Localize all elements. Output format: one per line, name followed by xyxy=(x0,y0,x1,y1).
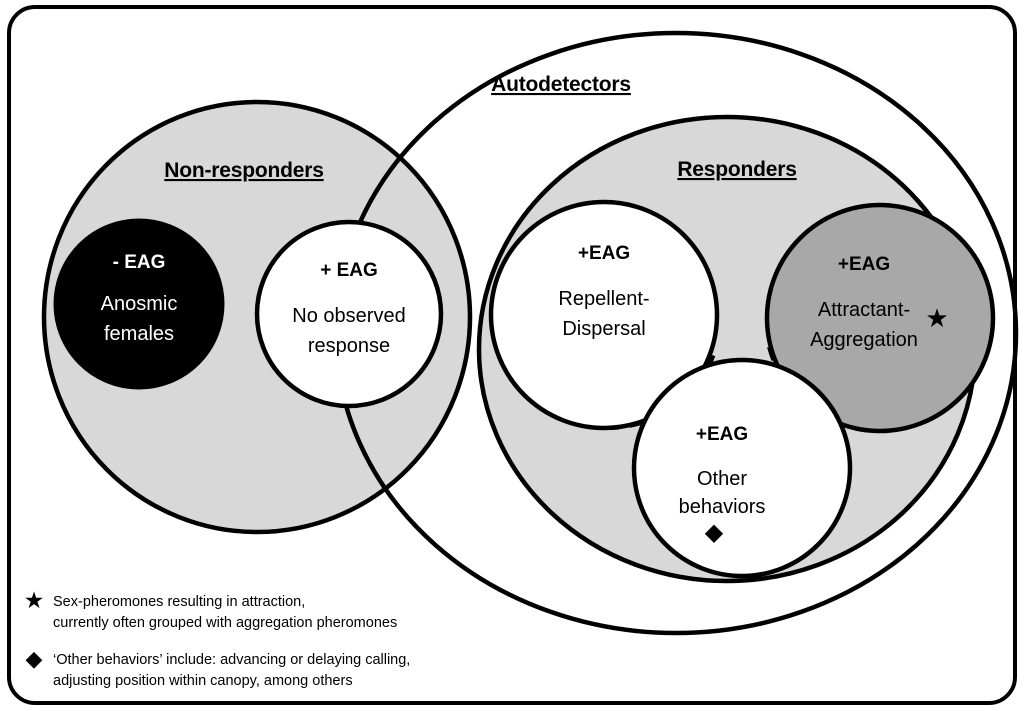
legend-star-line2: currently often grouped with aggregation… xyxy=(53,615,397,631)
repellent-dispersal-circle[interactable] xyxy=(488,199,720,431)
other-behaviors-line2: behaviors xyxy=(679,496,766,518)
no-observed-response-eag: + EAG xyxy=(320,260,378,281)
non-responders-label: Non-responders xyxy=(164,159,323,182)
autodetectors-label: Autodetectors xyxy=(491,73,631,96)
attractant-dashed-overlap-arc xyxy=(767,346,880,434)
anosmic-females-line1: Anosmic xyxy=(101,293,178,315)
responders-label: Responders xyxy=(677,158,796,181)
other-behaviors-diamond-icon: ◆ xyxy=(705,519,724,546)
attractant-aggregation-star-icon: ★ xyxy=(925,303,948,333)
anosmic-females-line2: females xyxy=(104,323,174,345)
legend-star-line1: Sex-pheromones resulting in attraction, xyxy=(53,594,305,610)
other-behaviors-circle[interactable] xyxy=(631,357,853,579)
legend-diamond-line1: ‘Other behaviors’ include: advancing or … xyxy=(53,652,410,668)
attractant-aggregation-line1: Attractant- xyxy=(818,299,910,321)
no-observed-response-line1: No observed xyxy=(292,305,405,327)
no-observed-response-line2: response xyxy=(308,335,390,357)
anosmic-females-circle[interactable] xyxy=(53,218,225,390)
other-behaviors-eag: +EAG xyxy=(696,424,748,445)
anosmic-females-eag: - EAG xyxy=(113,252,166,273)
repellent-dispersal-line1: Repellent- xyxy=(558,288,649,310)
legend-diamond-line2: adjusting position within canopy, among … xyxy=(53,673,353,689)
legend-diamond-icon: ◆ xyxy=(26,646,43,671)
attractant-aggregation-circle[interactable] xyxy=(764,202,996,434)
attractant-aggregation-eag: +EAG xyxy=(838,254,890,275)
attractant-aggregation-line2: Aggregation xyxy=(810,329,918,351)
repellent-dispersal-eag: +EAG xyxy=(578,243,630,264)
other-behaviors-line1: Other xyxy=(697,468,747,490)
no-observed-response-circle[interactable] xyxy=(254,219,444,409)
repellent-dispersal-line2: Dispersal xyxy=(562,318,645,340)
legend-star-icon: ★ xyxy=(24,587,45,613)
